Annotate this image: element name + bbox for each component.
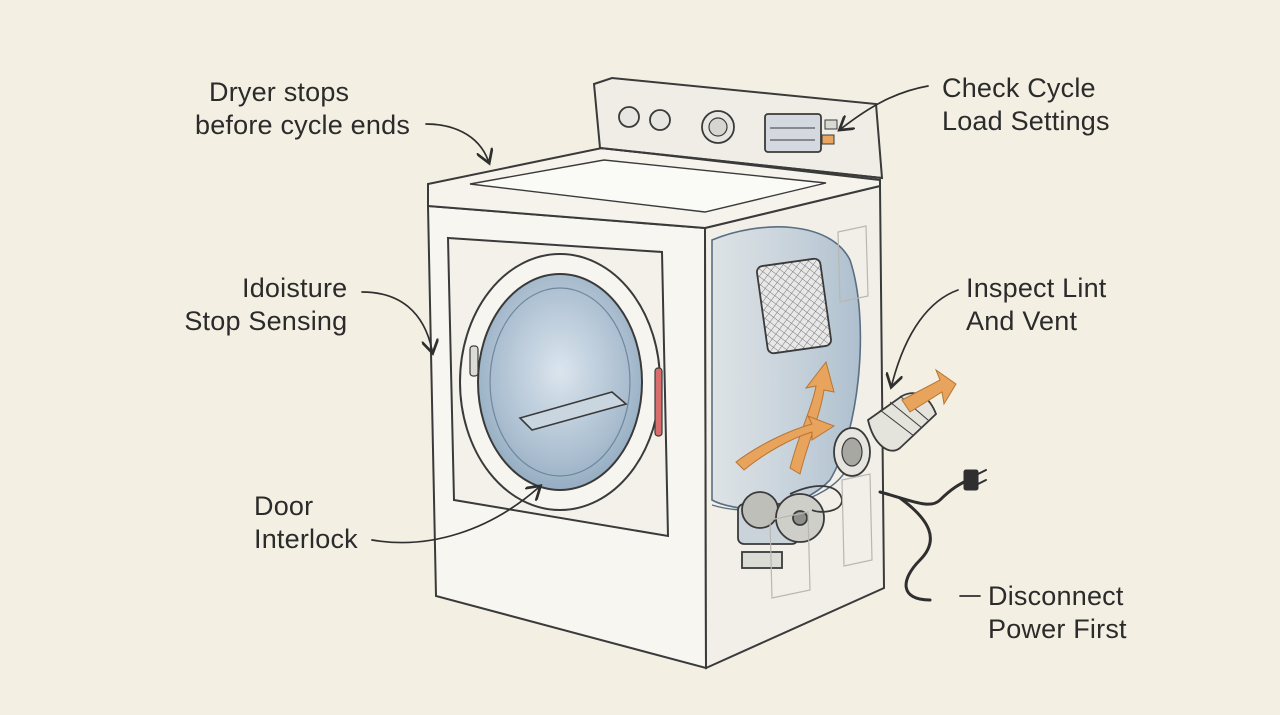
callout-disconnect-power: Disconnect Power First — [988, 580, 1127, 646]
callout-dryer-stops-line2: before cycle ends — [195, 110, 411, 140]
callout-dryer-stops: Dryer stops before cycle ends — [195, 76, 410, 142]
panel-button-icon — [821, 134, 835, 145]
callout-check-cycle-line1: Check Cycle — [942, 73, 1096, 103]
callout-disconnect-power-line1: Disconnect — [988, 581, 1124, 611]
knob-icon — [649, 109, 671, 131]
callout-dryer-stops-line1: Dryer stops — [209, 77, 350, 107]
callout-door-interlock: Door Interlock — [254, 490, 358, 556]
door — [446, 236, 670, 538]
callout-lint-vent: Inspect Lint And Vent — [966, 272, 1107, 338]
door-handle — [654, 367, 663, 437]
callout-moisture-sensing: Idoisture Stop Sensing — [180, 272, 347, 338]
power-cord-icon — [878, 469, 987, 602]
callout-moisture-sensing-line1: Idoisture — [242, 273, 348, 303]
callout-moisture-sensing-line2: Stop Sensing — [184, 306, 348, 336]
callout-door-interlock-line2: Interlock — [254, 524, 358, 554]
callout-check-cycle-line2: Load Settings — [942, 106, 1110, 136]
lint-filter-icon — [756, 257, 832, 355]
callout-lines — [361, 85, 981, 597]
callout-door-interlock-line1: Door — [254, 491, 314, 521]
airflow-arrow-icon — [735, 415, 836, 471]
panel-button-icon — [824, 119, 838, 130]
callout-lint-vent-line2: And Vent — [966, 306, 1078, 336]
callout-disconnect-power-line2: Power First — [988, 614, 1127, 644]
drum-internals — [711, 226, 871, 569]
drive-belt-icon — [737, 485, 843, 569]
knob-icon — [618, 106, 640, 128]
display-screen — [764, 113, 822, 153]
vent-duct-icon — [866, 368, 957, 452]
control-panel — [618, 106, 838, 153]
callout-check-cycle: Check Cycle Load Settings — [942, 72, 1110, 138]
callout-lint-vent-line1: Inspect Lint — [966, 273, 1107, 303]
